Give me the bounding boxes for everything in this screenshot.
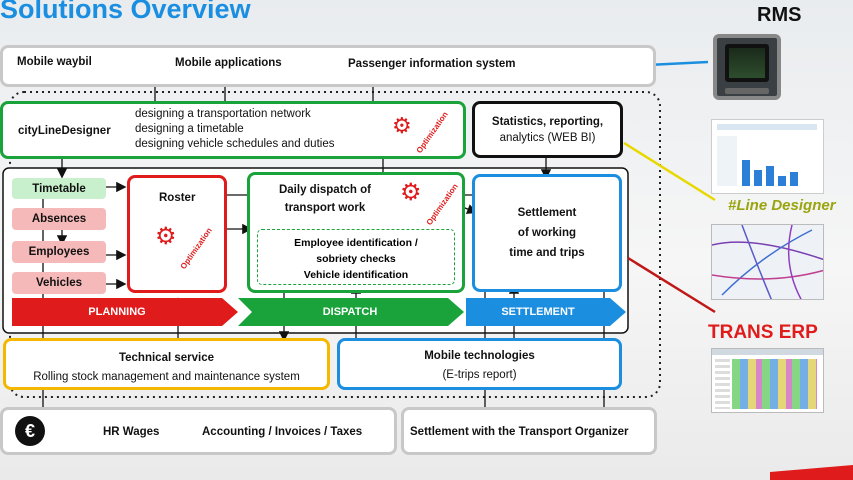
- dispatch-title: Daily dispatch of transport work: [255, 181, 395, 217]
- task-network: designing a transportation network: [135, 108, 311, 120]
- identification-box: Employee identification / sobriety check…: [257, 229, 455, 285]
- sobriety-checks: sobriety checks: [316, 253, 396, 265]
- timetable-item: Timetable: [12, 178, 106, 199]
- finance-bar: [0, 407, 397, 455]
- settlement-line1: Settlement: [517, 207, 577, 219]
- line-designer-logo: #Line Designer: [728, 197, 836, 214]
- roster-label: Roster: [159, 192, 196, 204]
- top-systems-bar: [0, 45, 656, 87]
- settlement-arrow: [466, 298, 626, 326]
- task-timetable: designing a timetable: [135, 123, 244, 135]
- planning-phase-label: PLANNING: [88, 306, 146, 318]
- hr-wages-label: HR Wages: [103, 426, 160, 438]
- map-screenshot: [711, 224, 824, 300]
- mobile-waybill-label: Mobile waybil: [17, 56, 92, 68]
- city-line-designer-label: cityLineDesigner: [18, 125, 111, 137]
- dispatch-arrow: [238, 298, 464, 326]
- statistics-line2: analytics (WEB BI): [499, 132, 596, 144]
- gear-icon: ⚙: [400, 179, 422, 206]
- gear-icon: ⚙: [155, 223, 177, 250]
- trans-erp-label: TRANS ERP: [708, 322, 818, 343]
- rms-device-image: [713, 34, 781, 100]
- dispatch-box: [247, 172, 465, 293]
- rms-label: RMS: [757, 4, 802, 26]
- transport-organizer-bar: [401, 407, 657, 455]
- mobile-technologies-box: Mobile technologies (E-trips report): [337, 338, 622, 390]
- erp-screenshot: [711, 348, 824, 413]
- technical-service-box: Technical service Rolling stock manageme…: [3, 338, 330, 390]
- designer-tasks: designing a transportation network desig…: [135, 107, 334, 152]
- mobile-tech-title: Mobile technologies: [424, 350, 535, 362]
- absences-item: Absences: [12, 208, 106, 230]
- roster-box: [127, 175, 227, 293]
- vehicle-identification: Vehicle identification: [303, 269, 409, 281]
- euro-icon: €: [15, 416, 45, 446]
- vehicles-item: Vehicles: [12, 272, 106, 294]
- trans-erp-link: [627, 256, 716, 314]
- dispatch-line2: transport work: [284, 202, 366, 214]
- settlement-phase-label: SETTLEMENT: [501, 306, 575, 318]
- city-line-designer-box: [0, 101, 466, 159]
- page-title: Solutions Overview: [0, 0, 251, 24]
- task-schedules: designing vehicle schedules and duties: [135, 138, 335, 150]
- employee-identification: Employee identification /: [294, 237, 418, 249]
- technical-title: Technical service: [118, 352, 215, 364]
- mobile-applications-label: Mobile applications: [175, 57, 282, 69]
- technical-subtitle: Rolling stock management and maintenance…: [33, 371, 300, 383]
- passenger-info-label: Passenger information system: [348, 58, 516, 70]
- mobile-tech-subtitle: (E-trips report): [442, 369, 517, 381]
- dispatch-line1: Daily dispatch of: [278, 184, 372, 196]
- gear-icon: ⚙: [392, 113, 412, 138]
- dispatch-phase-label: DISPATCH: [322, 306, 378, 318]
- analytics-screenshot: [711, 119, 824, 194]
- statistics-line1: Statistics, reporting,: [491, 116, 604, 128]
- settlement-line2: of working: [517, 227, 577, 239]
- settlement-line3: time and trips: [509, 247, 585, 259]
- accounting-label: Accounting / Invoices / Taxes: [202, 426, 363, 438]
- transport-organizer-label: Settlement with the Transport Organizer: [410, 426, 629, 438]
- employees-item: Employees: [12, 241, 106, 263]
- planning-arrow: [12, 298, 238, 326]
- statistics-box: Statistics, reporting, analytics (WEB BI…: [472, 101, 623, 158]
- settlement-box: Settlement of working time and trips: [472, 174, 622, 292]
- linedesigner-link: [623, 141, 716, 202]
